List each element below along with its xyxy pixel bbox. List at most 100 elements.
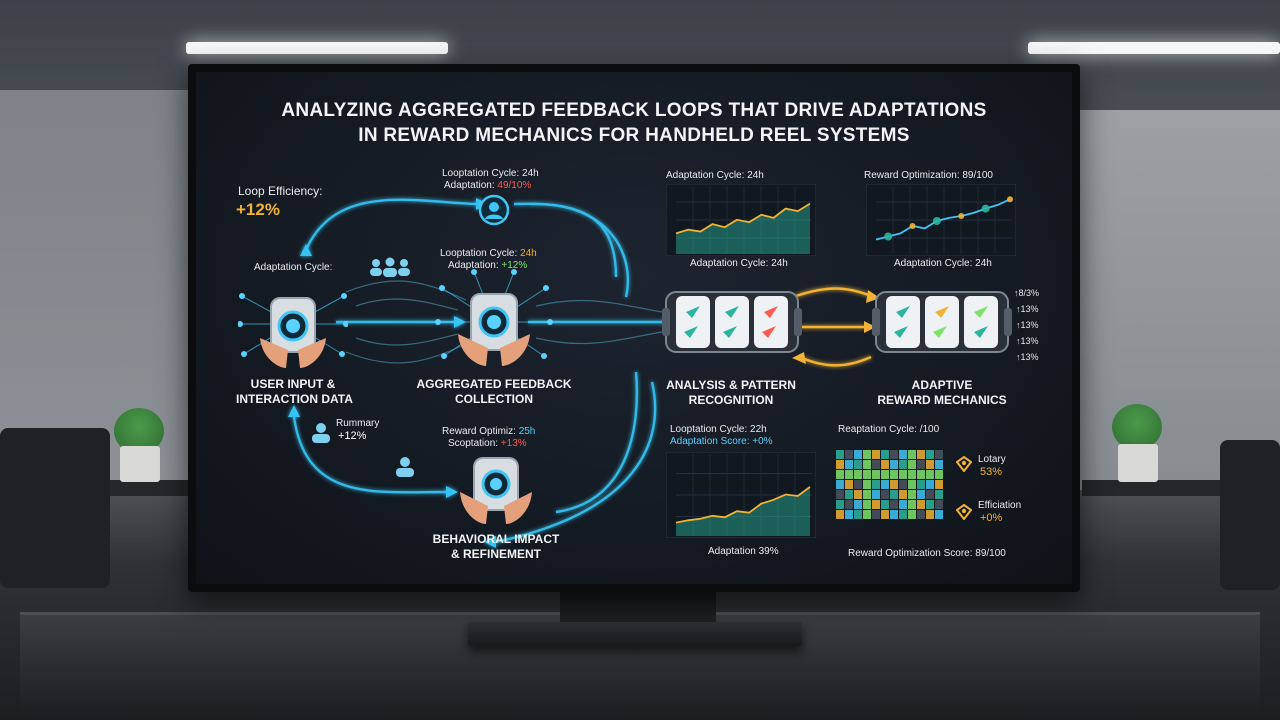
chart-1 [666,184,816,256]
chart-4-footer: Reward Optimization Score: 89/100 [848,548,1006,559]
user-node-cycle: Adaptation Cycle: [254,262,333,273]
behavior-scope: Scoptation: +13% [448,438,527,449]
loop-efficiency-value: +12% [236,200,280,219]
summary-value: +12% [338,430,367,442]
heatmap-cell [845,510,853,519]
heatmap-cell [908,510,916,519]
heatmap-cell [836,460,844,469]
heatmap-cell [899,510,907,519]
heatmap-cell [881,480,889,489]
top-node-adaptation-label: Adaptation: [444,180,495,191]
chart-1-title: Adaptation Cycle: 24h [666,170,764,181]
behavior-node-label: BEHAVIORAL IMPACT & REFINEMENT [416,532,576,562]
heatmap-cell [917,500,925,509]
heatmap-cell [854,510,862,519]
heatmap-cell [863,470,871,479]
heatmap-cell [872,510,880,519]
top-node-adaptation: Adaptation: 49/10% [444,180,531,191]
heatmap-cell [881,460,889,469]
heatmap-cell [890,510,898,519]
heatmap-cell [926,470,934,479]
heatmap-cell [935,460,943,469]
heatmap-cell [935,500,943,509]
adaptive-side-value-5: ↑13% [1016,352,1039,362]
behavior-reward-label: Reward Optimiz: [442,426,516,437]
heatmap-cell [845,460,853,469]
middle-node-adaptation-value: +12% [501,260,528,271]
background-pot-left [120,446,160,482]
analysis-reel-icon [662,291,802,353]
middle-node-adaptation: Adaptation: +12% [448,260,527,271]
chart-2-point [884,232,893,241]
summary-label: Rummary [336,418,380,429]
chart-2 [866,184,1016,256]
heatmap-cell [926,450,934,459]
heatmap-cell [836,500,844,509]
heatmap-cell [890,470,898,479]
middle-node-cycle-value: 24h [520,248,537,259]
heatmap-cell [863,490,871,499]
heatmap-cell [854,480,862,489]
page-title: ANALYZING AGGREGATED FEEDBACK LOOPS THAT… [196,98,1072,148]
heatmap-cell [881,450,889,459]
user-node-label: USER INPUT & INTERACTION DATA [236,377,353,407]
heatmap-cell [899,460,907,469]
heatmap-cell [926,480,934,489]
heatmap-cell [917,450,925,459]
chart-2-point [932,217,941,225]
heatmap-cell [854,500,862,509]
heatmap-cell [881,500,889,509]
heatmap-cell [863,510,871,519]
heatmap-cell [890,460,898,469]
middle-node-adaptation-label: Adaptation: [448,260,499,271]
chart-3-footer: Adaptation 39% [708,546,779,557]
monitor-screen: ANALYZING AGGREGATED FEEDBACK LOOPS THAT… [196,72,1072,584]
feedback-node-label-line-1: AGGREGATED FEEDBACK [416,377,572,391]
top-node-cycle: Looptation Cycle: 24h [442,168,539,179]
heatmap-cell [881,490,889,499]
middle-node-cycle: Looptation Cycle: 24h [440,248,537,259]
heatmap-cell [881,510,889,519]
heatmap-cell [935,480,943,489]
feedback-node-label-line-2: COLLECTION [455,392,533,406]
adaptive-side-value-2: ↑13% [1016,304,1039,314]
chart-3-series-line [675,486,811,524]
heatmap-cell [836,450,844,459]
behavior-scope-label: Scoptation: [448,438,499,449]
chart-2-title: Reward Optimization: 89/100 [864,170,993,181]
background-chair-right [1220,440,1280,590]
heatmap-cell [863,500,871,509]
heatmap-cell [926,500,934,509]
heatmap-cell [845,470,853,479]
users-icon [370,257,410,277]
heatmap-cell [899,470,907,479]
chart-4-side-a-label: Lotary [978,454,1006,465]
heatmap-cell [935,470,943,479]
heatmap-cell [872,470,880,479]
efficiation-badge-icon [956,504,972,520]
lotary-badge-icon [956,456,972,472]
monitor-stand-base [468,622,802,646]
heatmap-cell [854,490,862,499]
heatmap-cell [836,490,844,499]
behavior-reward-value: 25h [518,426,536,437]
heatmap-cell [935,490,943,499]
heatmap-cell [890,450,898,459]
adaptive-node-label-line-1: ADAPTIVE [911,378,973,392]
analysis-node-cycle: Adaptation Cycle: 24h [690,258,788,269]
adaptive-side-value-4: ↑13% [1016,336,1039,346]
chart-4-title: Reaptation Cycle: /100 [838,424,940,435]
chart-4-side-b-value: +0% [980,512,1003,524]
adaptive-side-value-1: ↑8/3% [1014,288,1040,298]
heatmap-cell [845,490,853,499]
heatmap-cell [926,510,934,519]
heatmap-cell [908,500,916,509]
user-node-label-line-2: INTERACTION DATA [236,392,353,406]
heatmap-cell [917,480,925,489]
heatmap-cell [899,480,907,489]
monitor-stand [560,588,716,628]
heatmap-cell [845,450,853,459]
heatmap-cell [890,480,898,489]
heatmap-cell [836,480,844,489]
heatmap-cell [935,450,943,459]
